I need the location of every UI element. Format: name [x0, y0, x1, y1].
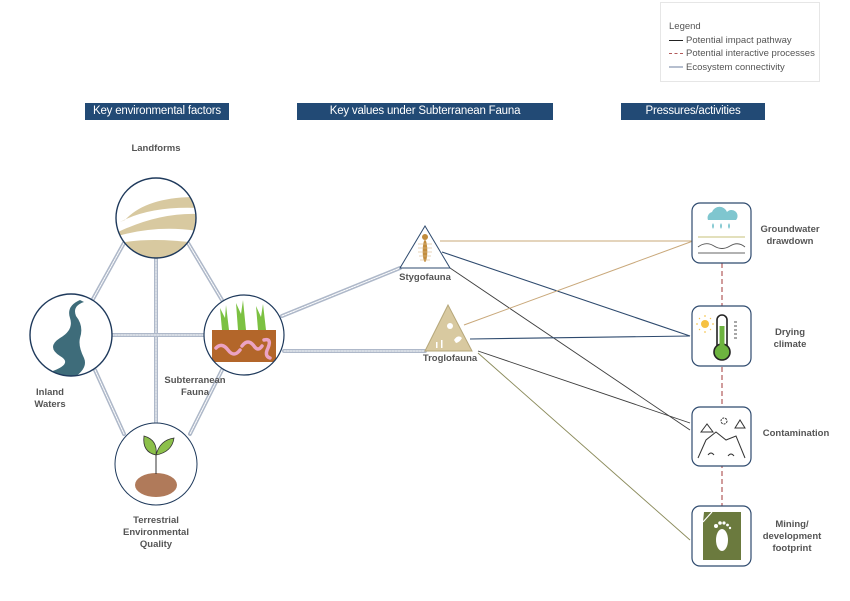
troglofauna-icon [436, 323, 462, 348]
thermometer-icon [696, 314, 737, 361]
groundwater-drawdown-node[interactable] [691, 202, 752, 264]
legend-item-interactive: Potential interactive processes [669, 47, 819, 61]
impact-pathways [440, 240, 694, 541]
stygofauna-icon [418, 234, 432, 262]
seedling-icon [135, 435, 177, 497]
legend: Legend Potential impact pathway Potentia… [660, 2, 820, 82]
label-stygofauna: Stygofauna [399, 272, 451, 283]
connectivity-subfauna-stygofauna [280, 266, 402, 318]
connectivity-lines [91, 241, 427, 436]
soil-worm-icon [212, 300, 276, 362]
rain-cloud-icon [697, 206, 746, 254]
connectivity-line-swatch [669, 66, 683, 69]
label-troglofauna: Troglofauna [422, 353, 478, 364]
path-stygo-drying [441, 251, 691, 337]
connectivity-subfauna-terrestrial [188, 368, 224, 436]
label-landforms: Landforms [131, 143, 181, 154]
path-troglo-contamination [477, 350, 691, 424]
label-terrestrial-quality: Terrestrial Environmental Quality [123, 515, 189, 550]
inland-waters-node[interactable] [29, 293, 113, 385]
river-icon [30, 300, 85, 376]
legend-title: Legend [669, 21, 701, 32]
stygofauna-node[interactable] [399, 225, 451, 269]
terrestrial-quality-node[interactable] [114, 422, 198, 506]
connectivity-landforms-subfauna [186, 241, 224, 302]
connectivity-landforms-inland [91, 241, 126, 301]
label-drying-climate: Drying climate [773, 327, 807, 350]
solid-line-swatch [669, 39, 683, 41]
label-subterranean-fauna: Subterranean Fauna [164, 375, 226, 398]
header-pressures: Pressures/activities [621, 103, 765, 120]
connectivity-inland-terrestrial [93, 368, 126, 436]
footprint-icon [702, 511, 741, 560]
waste-pile-icon [697, 417, 746, 459]
contamination-node[interactable] [691, 406, 752, 467]
label-groundwater-drawdown: Groundwater drawdown [760, 224, 820, 247]
path-troglo-groundwater [463, 240, 694, 326]
path-troglo-mining [477, 352, 691, 541]
dashed-line-swatch [669, 53, 683, 55]
legend-item-connectivity: Ecosystem connectivity [669, 61, 819, 75]
troglofauna-node[interactable] [424, 303, 473, 352]
landforms-node[interactable] [114, 177, 205, 270]
legend-item-impact: Potential impact pathway [669, 34, 819, 48]
header-key-values: Key values under Subterranean Fauna [297, 103, 553, 120]
label-inland-waters: Inland Waters [34, 387, 66, 410]
path-stygo-contamination [449, 267, 691, 431]
header-key-environmental-factors: Key environmental factors [85, 103, 229, 120]
drying-climate-node[interactable] [691, 305, 752, 367]
subterranean-fauna-node[interactable] [203, 294, 285, 376]
mining-node[interactable] [691, 505, 752, 567]
label-contamination: Contamination [762, 428, 830, 439]
path-troglo-drying [469, 335, 691, 340]
label-mining-footprint: Mining/ development footprint [762, 519, 822, 554]
